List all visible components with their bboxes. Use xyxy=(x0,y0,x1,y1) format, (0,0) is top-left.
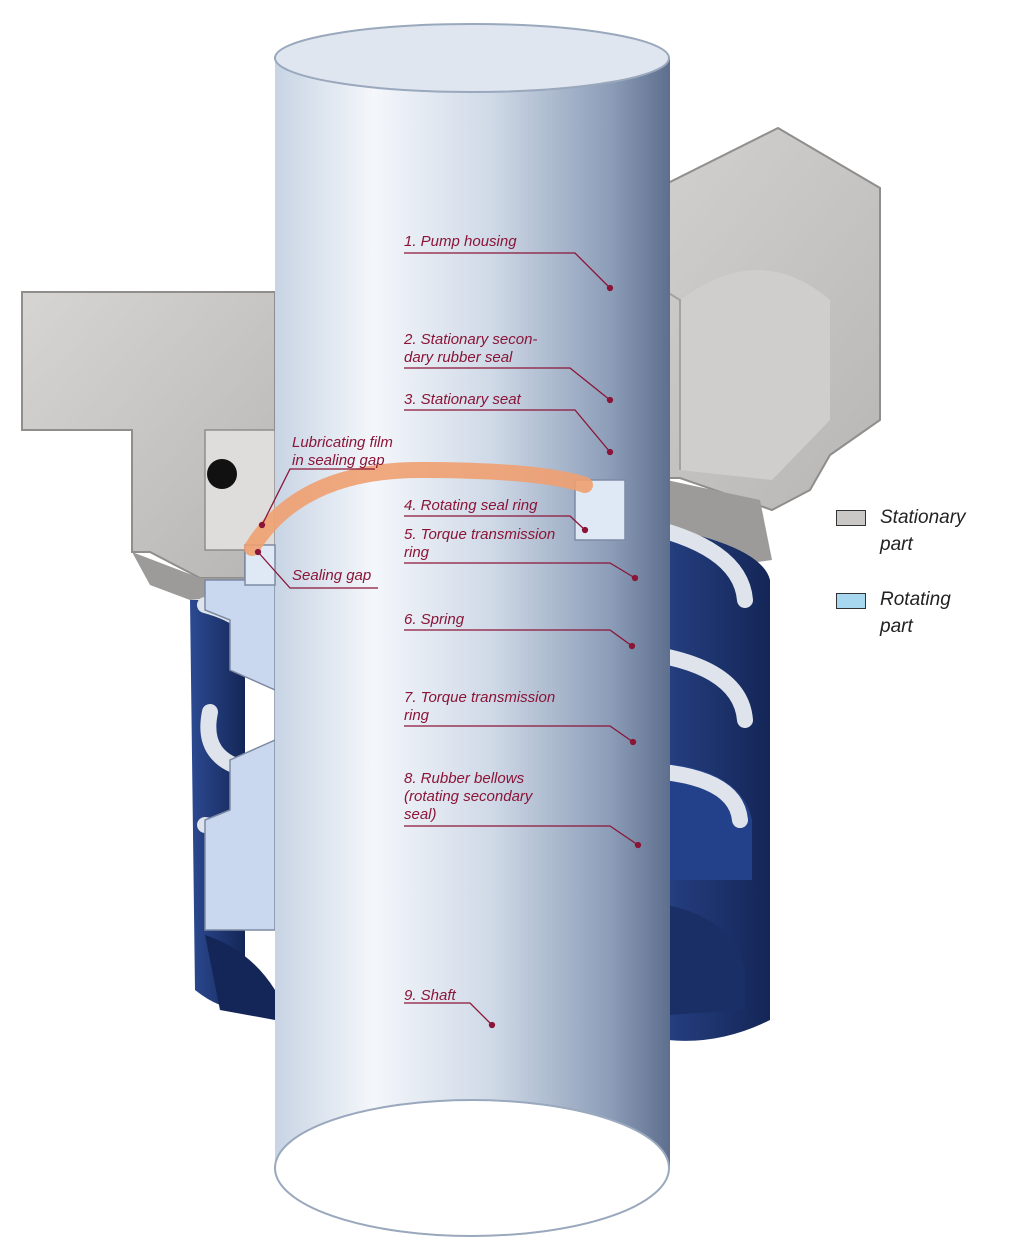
label-shaft: 9. Shaft xyxy=(404,987,456,1004)
label-torque-ring-7: 7. Torque transmission ring xyxy=(404,689,556,724)
legend-stationary-label: Stationary part xyxy=(880,507,966,555)
label-pump-housing: 1. Pump housing xyxy=(404,233,517,250)
lubricating-film xyxy=(244,461,593,556)
label-lubricating-film: Lubricating film in sealing gap xyxy=(292,434,393,469)
left-secondary-rubber-seal xyxy=(207,459,237,489)
label-secondary-seal: 2. Stationary secon- dary rubber seal xyxy=(404,331,538,366)
label-sealing-gap: Sealing gap xyxy=(292,567,372,584)
legend-rotating-swatch xyxy=(836,593,866,609)
leader-lines xyxy=(254,252,642,1029)
legend-rotating-label: Rotating part xyxy=(880,589,951,637)
label-rotating-seal-ring: 4. Rotating seal ring xyxy=(404,497,538,514)
label-rubber-bellows: 8. Rubber bellows (rotating secondary se… xyxy=(404,770,533,823)
label-stationary-seat: 3. Stationary seat xyxy=(404,391,521,408)
label-torque-ring-5: 5. Torque transmission ring xyxy=(404,526,556,561)
label-spring: 6. Spring xyxy=(404,611,465,628)
shaft xyxy=(274,23,670,1237)
legend-stationary-swatch xyxy=(836,510,866,526)
